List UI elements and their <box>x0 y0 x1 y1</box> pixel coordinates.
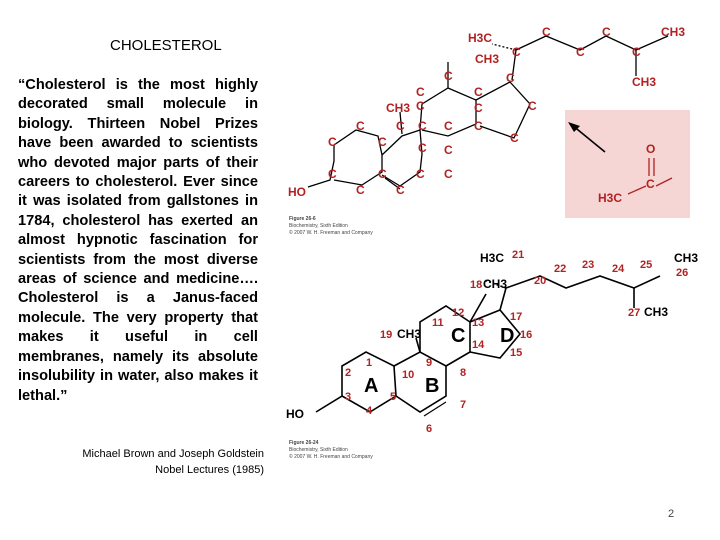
atom-c: C <box>474 101 483 115</box>
atom-ch3-branch: CH3 <box>632 75 656 89</box>
structure-bonds <box>307 35 669 190</box>
atom-ch3-mid: CH3 <box>386 101 410 115</box>
atom-ch3-26: CH3 <box>674 251 698 265</box>
carbon-number: 15 <box>510 347 522 359</box>
atom-c: C <box>378 167 387 181</box>
caption-copyright: © 2007 W. H. Freeman and Company <box>289 453 373 460</box>
carbon-number: 6 <box>426 423 432 435</box>
carbon-number: 21 <box>512 249 524 261</box>
atom-c: C <box>418 119 427 133</box>
atom-c: C <box>474 85 483 99</box>
caption-title: Figure 26-24 <box>289 440 319 446</box>
ring-c-label: C <box>451 325 465 347</box>
carbon-number: 16 <box>520 329 532 341</box>
attribution-source: Nobel Lectures (1985) <box>155 464 264 476</box>
caption-book: Biochemistry, Sixth Edition <box>289 223 348 229</box>
atom-c: C <box>396 183 405 197</box>
atom-c: C <box>416 99 425 113</box>
atom-ho: HO <box>288 185 306 199</box>
carbon-number: 2 <box>345 367 351 379</box>
atom-c: C <box>356 119 365 133</box>
ring-b-label: B <box>425 375 439 397</box>
carbon-number: 3 <box>345 391 351 403</box>
atom-c: C <box>444 119 453 133</box>
atom-c: C <box>418 141 427 155</box>
carbon-number: 8 <box>460 367 466 379</box>
carbon-number: 20 <box>534 275 546 287</box>
atom-ho-skeleton: HO <box>286 407 304 421</box>
atom-ch3-27: CH3 <box>644 305 668 319</box>
figure1-caption: Figure 26-6 Biochemistry, Sixth Edition … <box>289 216 373 236</box>
atom-c: C <box>510 131 519 145</box>
carbon-number: 12 <box>452 307 464 319</box>
atom-c: C <box>444 69 453 83</box>
atom-h3c-inset: H3C <box>598 191 622 205</box>
atom-h3c-top: H3C <box>468 31 492 45</box>
carbon-number: 25 <box>640 259 652 271</box>
acetyl-inset <box>565 110 690 218</box>
carbon-number: 18 <box>470 279 482 291</box>
quote-text: “Cholesterol is the most highly decorate… <box>18 77 258 404</box>
atom-c: C <box>378 135 387 149</box>
carbon-number: 10 <box>402 369 414 381</box>
atom-ch3-end: CH3 <box>661 25 685 39</box>
atom-c: C <box>416 167 425 181</box>
atom-h3c-21: H3C <box>480 251 504 265</box>
carbon-number: 1 <box>366 357 372 369</box>
carbon-number: 23 <box>582 259 594 271</box>
atom-c: C <box>542 25 551 39</box>
atom-c: C <box>356 183 365 197</box>
carbon-number: 19 <box>380 329 392 341</box>
atom-c: C <box>328 135 337 149</box>
carbon-number: 26 <box>676 267 688 279</box>
arrow-line <box>571 124 606 153</box>
carbon-number: 7 <box>460 399 466 411</box>
carbon-number: 9 <box>426 357 432 369</box>
carbon-numbers: 1 2 3 4 5 6 7 8 9 10 11 12 13 14 15 16 1… <box>345 249 688 435</box>
atom-c: C <box>646 177 655 191</box>
figure2-caption: Figure 26-24 Biochemistry, Sixth Edition… <box>289 440 373 460</box>
atom-ch3-top: CH3 <box>475 52 499 66</box>
acetyl-bonds <box>627 158 673 195</box>
atom-c: C <box>632 45 641 59</box>
carbon-number: 17 <box>510 311 522 323</box>
atom-o: O <box>646 142 655 156</box>
atom-c: C <box>474 119 483 133</box>
attribution-authors: Michael Brown and Joseph Goldstein <box>82 448 264 460</box>
caption-copyright: © 2007 W. H. Freeman and Company <box>289 229 373 236</box>
caption-book: Biochemistry, Sixth Edition <box>289 447 348 453</box>
slide-title: CHOLESTEROL <box>110 37 222 54</box>
carbon-number: 27 <box>628 307 640 319</box>
ring-labels: A B C D <box>364 325 514 397</box>
ring-d-label: D <box>500 325 514 347</box>
arrow-head-icon <box>568 122 580 132</box>
atom-ch3-18: CH3 <box>483 277 507 291</box>
atom-c: C <box>528 99 537 113</box>
atom-c: C <box>576 45 585 59</box>
slide-number: 2 <box>668 508 675 520</box>
attribution: Michael Brown and Joseph Goldstein Nobel… <box>60 446 264 478</box>
atom-c: C <box>444 167 453 181</box>
carbon-number: 5 <box>390 391 396 403</box>
ring-a-label: A <box>364 375 378 397</box>
carbon-number: 4 <box>366 405 373 417</box>
structure-atoms: H3C CH3 C C CH3 C C C CH3 C C C C CH3 C … <box>288 25 685 199</box>
atom-c: C <box>328 167 337 181</box>
carbon-number: 24 <box>612 263 625 275</box>
skeleton-substituents: HO CH3 CH3 H3C CH3 CH3 <box>286 251 698 421</box>
atom-c: C <box>506 71 515 85</box>
carbon-number: 22 <box>554 263 566 275</box>
carbon-number: 11 <box>432 317 444 329</box>
atom-c: C <box>416 85 425 99</box>
atom-c: C <box>396 119 405 133</box>
atom-c: C <box>512 45 521 59</box>
carbon-number: 13 <box>472 317 484 329</box>
atom-ch3-19: CH3 <box>397 327 421 341</box>
skeleton-bonds <box>315 275 661 417</box>
atom-c: C <box>444 143 453 157</box>
caption-title: Figure 26-6 <box>289 216 316 222</box>
atom-c: C <box>602 25 611 39</box>
carbon-number: 14 <box>472 339 485 351</box>
